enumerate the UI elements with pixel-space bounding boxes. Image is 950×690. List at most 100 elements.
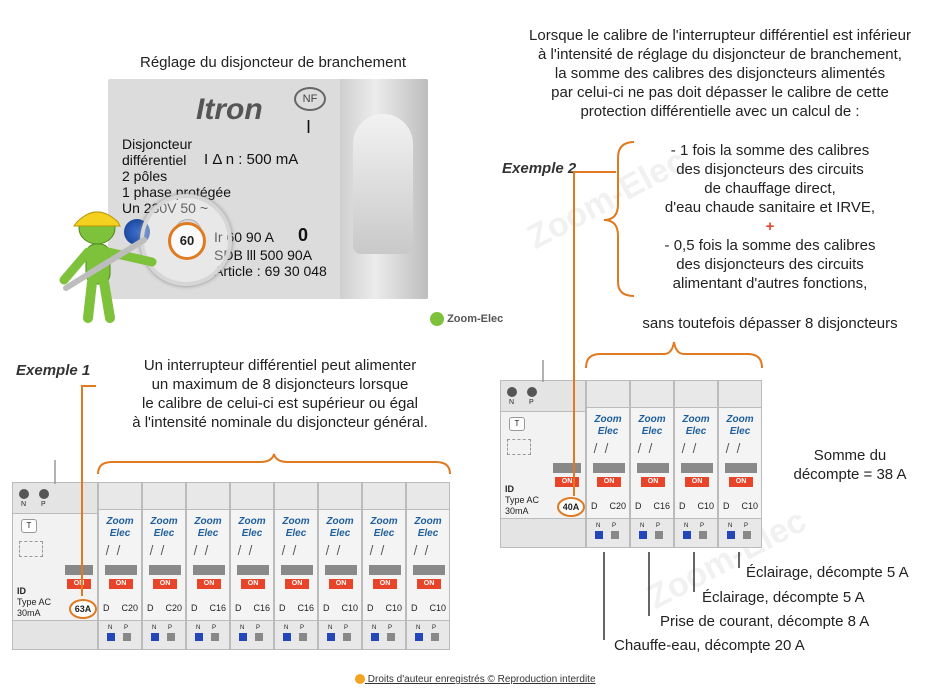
breaker-on-indicator: ON xyxy=(685,477,709,487)
zoom-elec-logo: Zoom-Elec xyxy=(430,312,503,326)
breaker-rating: C10 xyxy=(697,501,714,511)
breaker-brand: Zoom xyxy=(682,414,710,425)
breaker-lever[interactable] xyxy=(413,565,445,575)
breaker-on-indicator: ON xyxy=(597,477,621,487)
breaker-lever[interactable] xyxy=(325,565,357,575)
breaker-brand: Zoom xyxy=(726,414,754,425)
breaker-bottom-band xyxy=(275,620,317,649)
breaker-curve: D xyxy=(591,501,598,511)
example1-line: un maximum de 8 disjoncteurs lorsque xyxy=(151,376,409,393)
terminal-screw-icon xyxy=(327,633,335,641)
breaker-brace-2 xyxy=(585,341,763,369)
breaker-top-band xyxy=(99,483,141,510)
breaker-brand: Elec xyxy=(373,528,395,539)
breaker-rating: C20 xyxy=(121,603,138,613)
example1-line: Un interrupteur différentiel peut alimen… xyxy=(143,357,417,374)
breaker-rating: C16 xyxy=(209,603,226,613)
breaker-lever[interactable] xyxy=(725,463,757,473)
breaker-on-indicator: ON xyxy=(153,579,177,589)
terminal-screw-icon xyxy=(699,531,707,539)
terminal-p-label: P xyxy=(388,625,393,631)
terminal-n-label: N xyxy=(640,523,645,529)
logo-mascot-icon xyxy=(430,312,444,326)
id-bottom-band xyxy=(13,620,97,649)
terminal-p-label: P xyxy=(168,625,173,631)
breaker-on-indicator: ON xyxy=(285,579,309,589)
terminal-n-label: N xyxy=(372,625,377,631)
terminal-p-label: P xyxy=(744,523,749,529)
terminal-screw-icon xyxy=(639,531,647,539)
terminal-n-label: N xyxy=(152,625,157,631)
breaker-lever[interactable] xyxy=(637,463,669,473)
id-lever[interactable] xyxy=(553,463,581,473)
terminal-p-label: P xyxy=(656,523,661,529)
breaker-bottom-band xyxy=(631,518,673,547)
terminal-screw-icon xyxy=(167,633,175,641)
breaker-rating: C20 xyxy=(165,603,182,613)
breaker-rating: C16 xyxy=(297,603,314,613)
example2-label: Exemple 2 xyxy=(502,160,577,177)
paragraph-line: Lorsque le calibre de l'interrupteur dif… xyxy=(529,27,911,44)
breaker-bottom-band xyxy=(319,620,361,649)
breaker-rating: C16 xyxy=(653,501,670,511)
annotation-2: Éclairage, décompte 5 A xyxy=(702,589,865,606)
id-label: ID xyxy=(17,586,26,596)
photo-one: I xyxy=(306,117,312,137)
breaker-top-band xyxy=(675,381,717,408)
breaker-lever[interactable] xyxy=(681,463,713,473)
breaker-lever[interactable] xyxy=(369,565,401,575)
breaker-curve: D xyxy=(367,603,374,613)
terminal-screw-icon xyxy=(415,633,423,641)
list-line: de chauffage direct, xyxy=(704,180,836,197)
breaker-top-band xyxy=(143,483,185,510)
breaker-brand: Zoom xyxy=(238,516,266,527)
id-lever[interactable] xyxy=(65,565,93,575)
sum-line: Somme du xyxy=(813,447,887,464)
annotation-3: Prise de courant, décompte 8 A xyxy=(660,613,870,630)
breaker-on-indicator: ON xyxy=(241,579,265,589)
screw-icon xyxy=(19,489,29,499)
terminal-n-label: N xyxy=(284,625,289,631)
terminal-screw-icon xyxy=(151,633,159,641)
breaker-lever[interactable] xyxy=(281,565,313,575)
breaker-brand: Elec xyxy=(109,528,131,539)
id-sensitivity-label: 30mA xyxy=(17,608,41,618)
breaker-brand: Zoom xyxy=(106,516,134,527)
terminal-n-label: N xyxy=(684,523,689,529)
copyright-footer[interactable]: Droits d'auteur enregistrés © Reproducti… xyxy=(355,674,596,685)
example1-label: Exemple 1 xyxy=(16,362,91,379)
test-button[interactable]: T xyxy=(509,417,525,431)
breaker-brand: Zoom xyxy=(638,414,666,425)
screw-icon xyxy=(507,387,517,397)
breaker-brand: Zoom xyxy=(194,516,222,527)
example1-text: Un interrupteur différentiel peut alimen… xyxy=(100,356,460,432)
photo-switch-lever xyxy=(353,114,413,254)
terminal-n-label: N xyxy=(416,625,421,631)
test-button[interactable]: T xyxy=(21,519,37,533)
list-line: - 0,5 fois la somme des calibres xyxy=(664,237,876,254)
terminal-screw-icon xyxy=(727,531,735,539)
terminal-n-label: N xyxy=(108,625,113,631)
breaker-curve: D xyxy=(679,501,686,511)
terminal-screw-icon xyxy=(655,531,663,539)
photo-line2b: I Δ n : 500 mA xyxy=(204,151,299,168)
terminal-n-label: N xyxy=(196,625,201,631)
example1-line: à l'intensité nominale du disjoncteur gé… xyxy=(132,414,428,431)
breaker-curve: D xyxy=(411,603,418,613)
breaker-lever[interactable] xyxy=(593,463,625,473)
terminal-screw-icon xyxy=(611,531,619,539)
breaker-brand: Elec xyxy=(417,528,439,539)
breaker-lever[interactable] xyxy=(237,565,269,575)
breaker-curve: D xyxy=(323,603,330,613)
breaker-lever[interactable] xyxy=(105,565,137,575)
breaker-lever[interactable] xyxy=(193,565,225,575)
breaker-lever[interactable] xyxy=(149,565,181,575)
breaker-bottom-band xyxy=(187,620,229,649)
terminal-screw-icon xyxy=(743,531,751,539)
